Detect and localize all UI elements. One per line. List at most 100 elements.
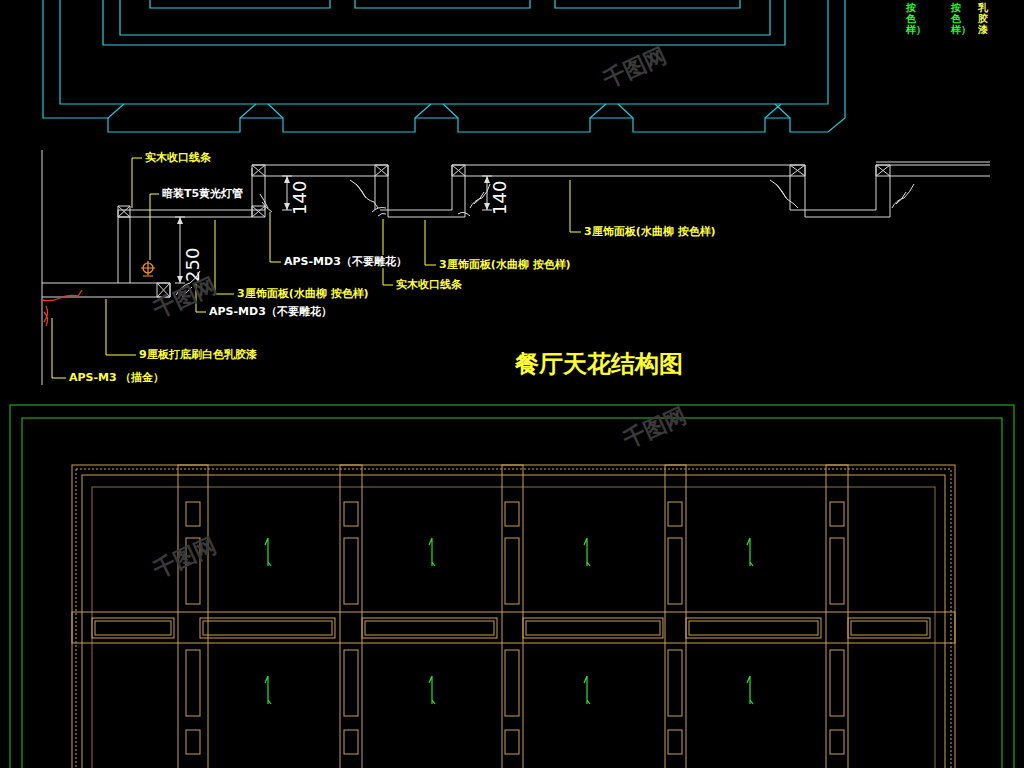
drawing-rect	[92, 487, 935, 768]
drawing-path	[380, 210, 465, 217]
part-label: 3厘饰面板(水曲柳 按色样)	[438, 258, 572, 271]
drawing-path	[120, 0, 770, 35]
drawing-path	[252, 168, 265, 217]
drawing-rect	[848, 618, 930, 638]
drawing-path	[265, 538, 271, 566]
drawing-rect	[72, 465, 955, 768]
part-label: 暗装T5黄光灯管	[161, 187, 244, 200]
part-label: 9厘板打底刷白色乳胶漆	[138, 348, 258, 361]
drawing-path	[177, 217, 183, 283]
drawing-path	[570, 180, 581, 232]
drawing-rect	[344, 502, 358, 526]
drawing-rect	[178, 465, 208, 768]
drawing-path	[150, 194, 159, 260]
drawing-rect	[668, 650, 682, 716]
drawing-rect	[830, 502, 844, 526]
drawing-rect	[689, 621, 818, 635]
part-label: 3厘饰面板(水曲柳 按色样)	[583, 225, 717, 238]
drawing-path	[876, 162, 990, 176]
drawing-rect	[365, 621, 494, 635]
leader-lines	[52, 158, 581, 378]
drawing-path	[584, 538, 590, 566]
drawing-rect	[526, 621, 660, 635]
drawing-path	[42, 283, 170, 297]
drawing-rect	[340, 465, 362, 768]
drawing-path	[252, 206, 265, 217]
section-profile	[42, 150, 990, 385]
part-label: 实木收口线条	[395, 278, 463, 291]
drawing-path	[484, 176, 490, 210]
plan-frame	[10, 405, 1014, 768]
drawing-path	[265, 676, 271, 704]
drawing-rect	[344, 730, 358, 754]
drawing-path	[747, 538, 753, 566]
drawing-rect	[92, 618, 174, 638]
part-label: APS-MD3（不要雕花）	[208, 305, 333, 318]
drawing-path	[106, 299, 136, 355]
drawing-path	[452, 165, 465, 217]
drawing-rect	[95, 621, 171, 635]
drawing-rect	[665, 465, 686, 768]
part-label: 实木收口线条	[144, 151, 212, 164]
drawing-rect	[362, 618, 497, 638]
drawing-path	[132, 158, 142, 208]
grain-arrows	[265, 538, 753, 704]
drawing-rect	[502, 465, 523, 768]
drawing-path	[790, 165, 805, 176]
drawing-rect	[344, 650, 358, 716]
drawing-rect	[186, 730, 200, 754]
drawing-path	[372, 208, 386, 217]
drawing-path	[270, 212, 281, 262]
drawing-path	[892, 184, 914, 208]
drawing-rect	[668, 502, 682, 526]
drawing-path	[260, 194, 272, 212]
drawing-rect	[344, 538, 358, 604]
part-label: APS-M3 （描金）	[68, 371, 166, 384]
drawing-path	[350, 180, 378, 208]
drawing-rect	[830, 538, 844, 604]
drawing-rect	[505, 538, 519, 604]
drawing-rect	[186, 502, 200, 526]
drawing-rect	[22, 418, 1002, 768]
drawing-path	[429, 676, 435, 704]
vertical-note: 乳胶漆	[978, 2, 988, 35]
drawing-rect	[686, 618, 821, 638]
drawing-path	[118, 206, 130, 217]
drawing-rect	[505, 730, 519, 754]
drawing-rect	[505, 650, 519, 716]
drawing-rect	[851, 621, 927, 635]
drawing-path	[747, 676, 753, 704]
drawing-path	[375, 165, 388, 217]
drawing-path	[52, 318, 66, 378]
drawing-rect	[200, 618, 335, 638]
drawing-path	[770, 180, 798, 208]
drawing-path	[215, 220, 234, 294]
drawing-path	[383, 219, 393, 285]
dimension-text: 140	[291, 181, 309, 215]
drawing-rect	[668, 730, 682, 754]
watermark: 千图网	[600, 42, 671, 94]
gold-molding	[42, 290, 82, 326]
part-label: 3厘饰面板(水曲柳 按色样)	[236, 287, 370, 300]
drawing-path	[252, 165, 388, 176]
drawing-path	[284, 176, 290, 210]
drawing-path	[252, 165, 265, 176]
drawing-path	[425, 220, 436, 265]
drawing-path	[150, 0, 740, 8]
drawing-path	[141, 261, 155, 276]
part-label: APS-MD3（不要雕花）	[283, 255, 408, 268]
vertical-note: 按色样）	[951, 2, 961, 35]
drawing-path	[790, 210, 890, 217]
drawing-path	[103, 0, 785, 45]
drawing-rect	[186, 650, 200, 716]
drawing-path	[375, 165, 388, 176]
watermark: 千图网	[150, 532, 221, 584]
drawing-rect	[203, 621, 332, 635]
drawing-rect	[76, 469, 951, 768]
drawing-rect	[830, 650, 844, 716]
drawing-rect	[505, 502, 519, 526]
drawing-rect	[523, 618, 663, 638]
lamp-symbol	[141, 261, 155, 276]
drawing-path	[458, 212, 470, 216]
